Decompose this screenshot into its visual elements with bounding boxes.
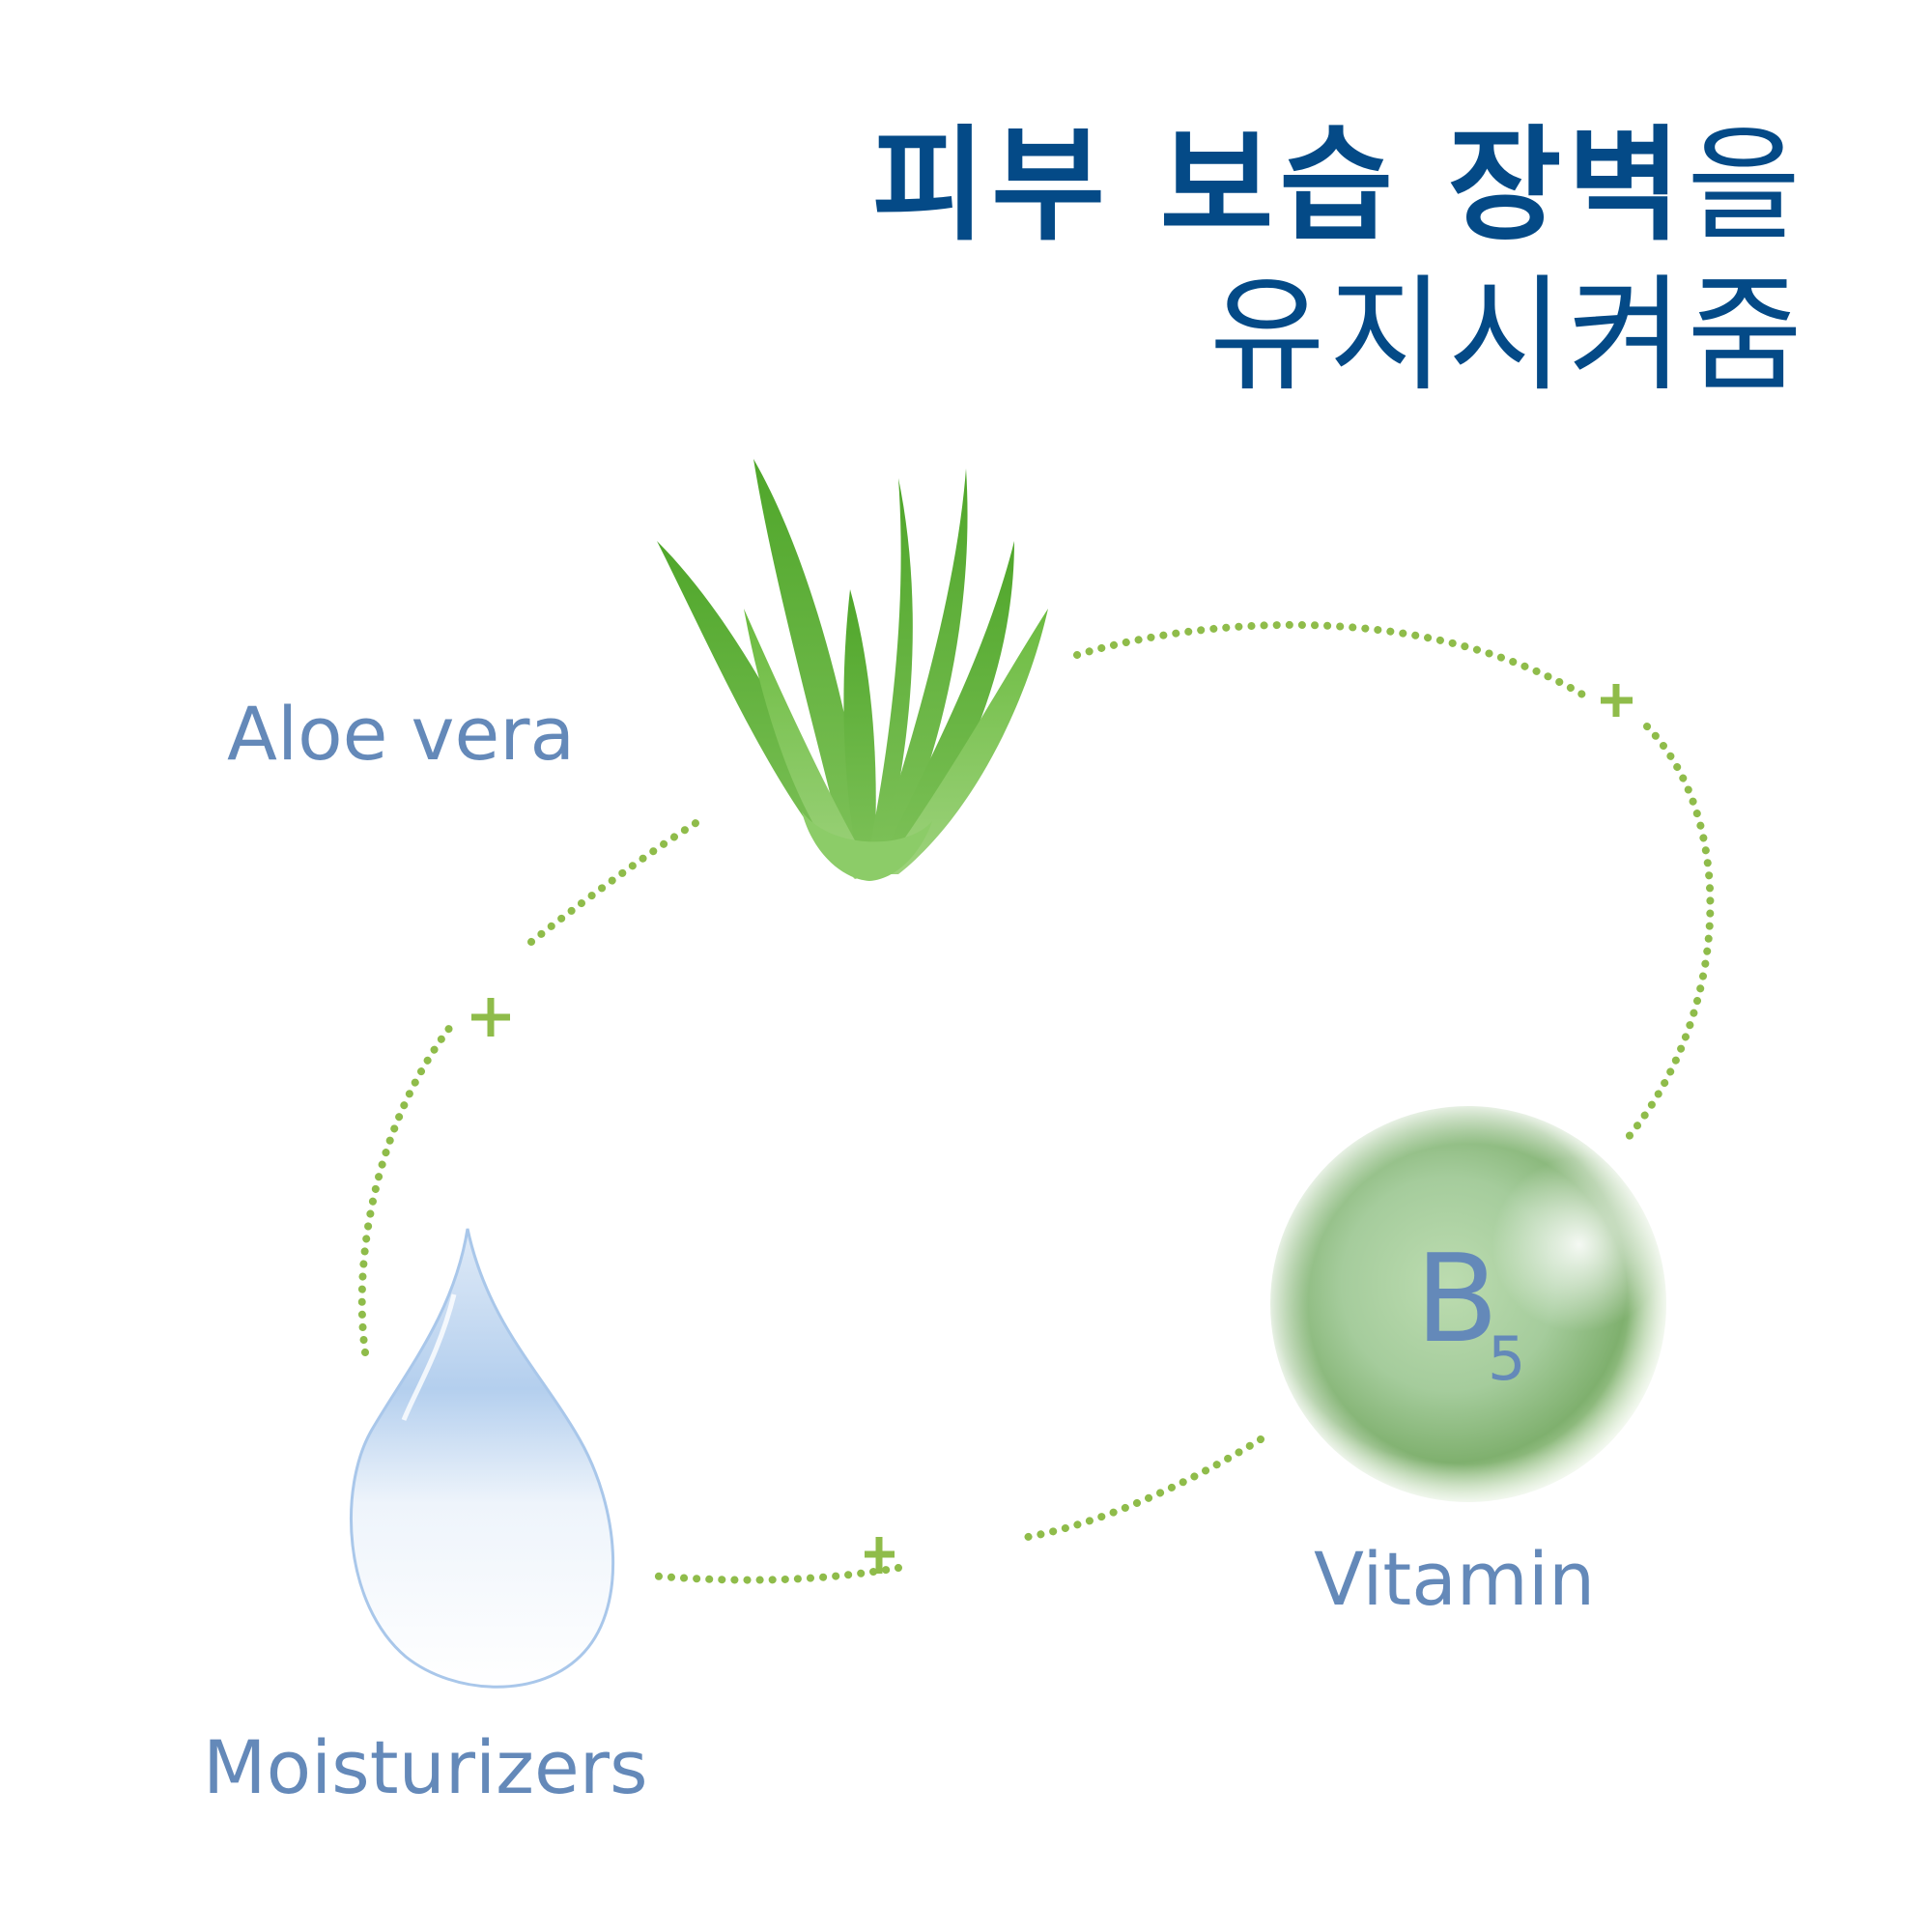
connector-aloe-vitamin-2	[1624, 723, 1715, 1142]
moisturizers-label: Moisturizers	[203, 1724, 648, 1810]
headline-line-1: 피부 보습 장벽을	[872, 114, 1806, 259]
vitamin-label: Vitamin	[1314, 1536, 1596, 1622]
connector-aloe-vitamin	[1073, 620, 1588, 699]
connector-moist-aloe-2	[527, 813, 709, 946]
headline-regular-text: 을	[1687, 114, 1806, 258]
vitamin-subscript: 5	[1488, 1323, 1526, 1394]
connector-moist-aloe	[357, 1018, 458, 1356]
connector-vitamin-moist	[1012, 1435, 1264, 1543]
plus-icon-top-right	[1601, 684, 1633, 717]
vitamin-sphere-icon	[1268, 1104, 1668, 1504]
dotted-connectors	[357, 620, 1715, 1584]
aloe-vera-label: Aloe vera	[227, 691, 576, 777]
plus-icon-left	[471, 998, 510, 1037]
connector-vitamin-moist-2	[645, 1564, 902, 1584]
vitamin-symbol: B	[1415, 1228, 1499, 1370]
aloe-vera-plant-icon	[657, 459, 1048, 881]
plus-icon-bottom	[865, 1537, 895, 1574]
water-drop-icon	[350, 1228, 615, 1689]
plus-signs	[471, 684, 1633, 1574]
headline-line-2: 유지시켜줌	[1208, 262, 1806, 409]
headline-bold-text: 피부 보습 장벽	[871, 114, 1688, 258]
